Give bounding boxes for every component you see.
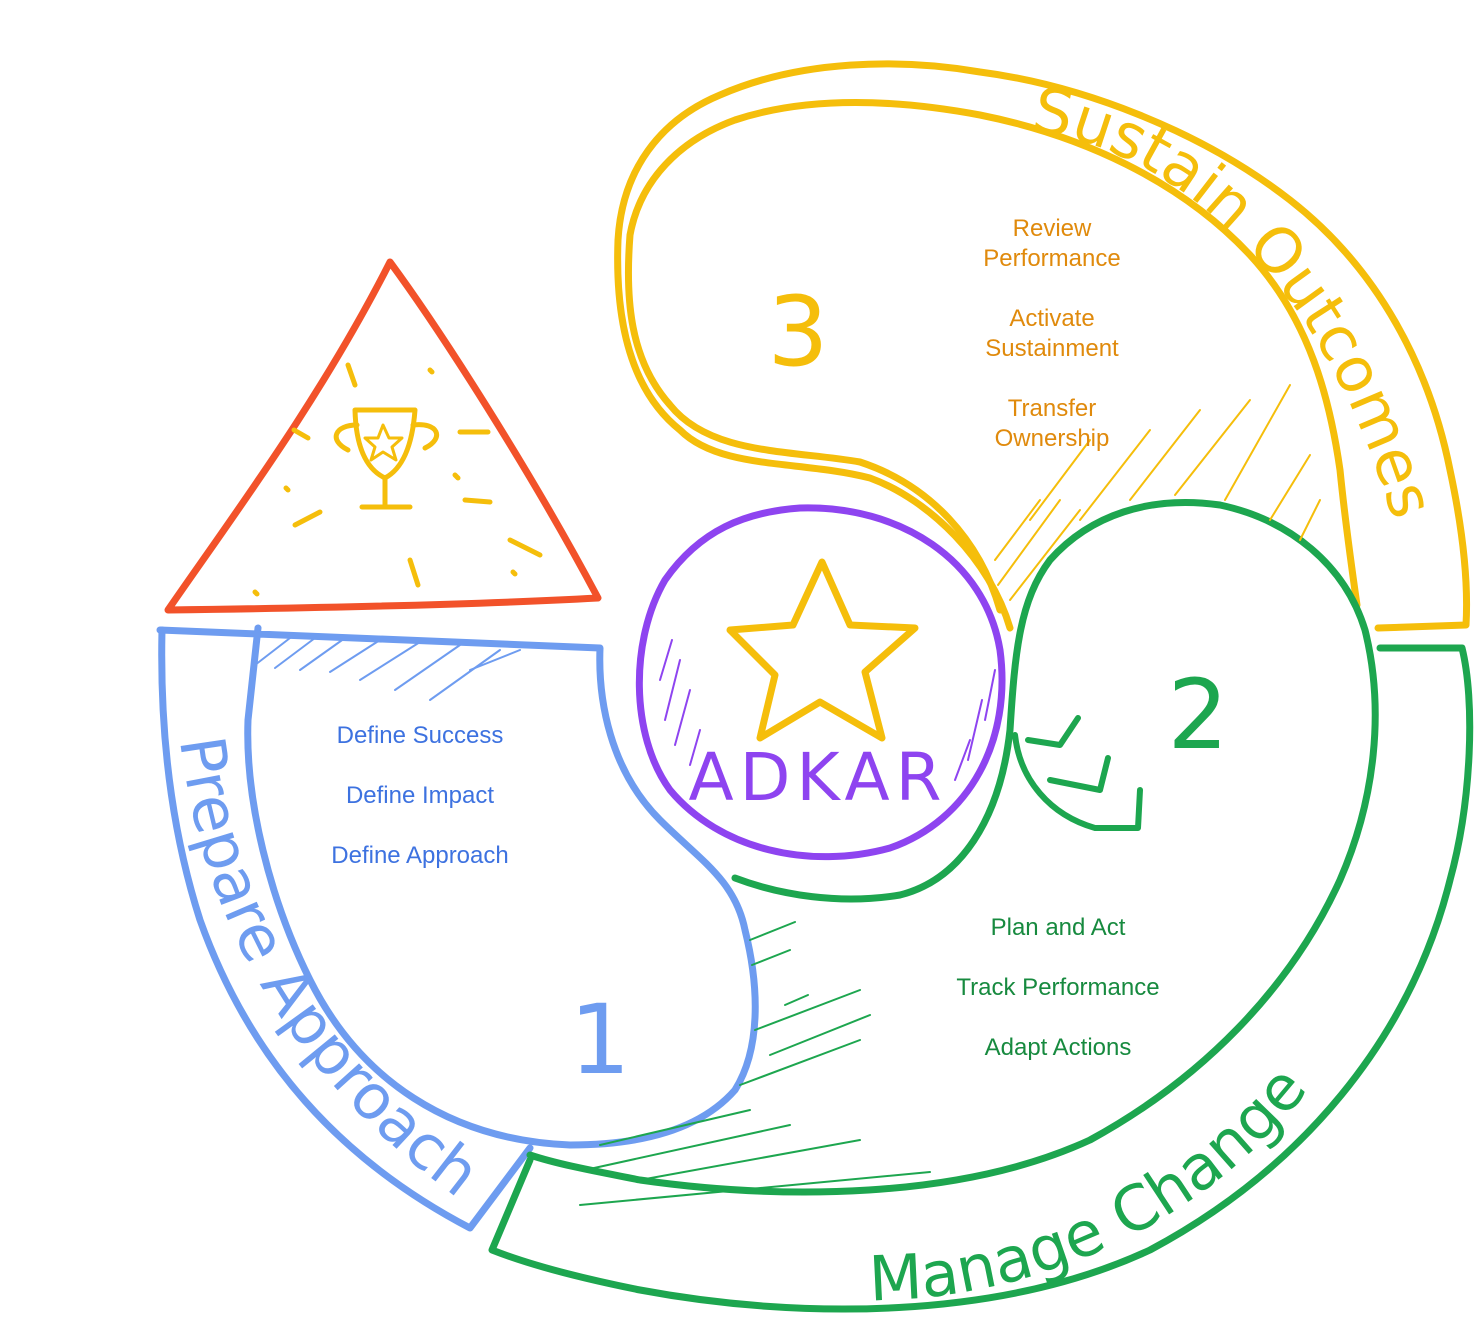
phase-3-items: Review Performance Activate Sustainment … (983, 215, 1120, 452)
center-hatching (659, 639, 996, 781)
phase-1-outer-band (158, 626, 534, 1232)
phase-1-hatching (254, 637, 521, 701)
phase-2-item: Plan and Act (991, 914, 1126, 941)
cycle-arrow-icon-head (1025, 715, 1111, 793)
phase-2-item: Track Performance (956, 974, 1159, 1001)
phase-3-outer-band (614, 60, 1471, 632)
triangle-outline (164, 258, 602, 614)
phase-3-item: Activate (1009, 305, 1094, 332)
phase-3-shape (614, 60, 1471, 632)
phase-1-shape (156, 624, 759, 1232)
phase-1-number: 1 (569, 984, 630, 1096)
phase-2-inner-band (526, 499, 1379, 1196)
phase-1-item: Define Success (337, 722, 504, 749)
star-icon (726, 558, 919, 742)
trophy-triangle (164, 258, 602, 614)
phase-1-items: Define Success Define Impact Define Appr… (331, 722, 508, 869)
phase-3-hatching (994, 384, 1321, 601)
phase-3-item: Review (1013, 215, 1092, 242)
phase-3-item: Sustainment (985, 335, 1119, 362)
phase-3-inner-band (624, 99, 1361, 614)
phase-2-hatching (579, 921, 931, 1206)
trophy-icon (252, 362, 543, 597)
phase-2-number: 2 (1167, 659, 1228, 771)
phase-3-number: 3 (767, 276, 828, 388)
phase-1-item: Define Impact (346, 782, 494, 809)
center-circle: ADKAR (635, 504, 1006, 861)
center-label: ADKAR (688, 739, 947, 816)
phase-3-item: Transfer (1008, 395, 1096, 422)
phase-2-outer-band (488, 644, 1474, 1313)
phase-2-item: Adapt Actions (985, 1034, 1132, 1061)
phase-1-item: Define Approach (331, 842, 508, 869)
phase-3-item: Performance (983, 245, 1120, 272)
phase-2-items: Plan and Act Track Performance Adapt Act… (956, 914, 1159, 1061)
phase-2-shape (488, 384, 1474, 1313)
phase-3-item: Ownership (995, 425, 1110, 452)
center-ring (635, 504, 1006, 861)
phase-1-inner-band (156, 624, 759, 1149)
phase-3-title: Sustain Outcomes (1027, 72, 1449, 525)
cycle-arrow-icon (1012, 732, 1143, 831)
